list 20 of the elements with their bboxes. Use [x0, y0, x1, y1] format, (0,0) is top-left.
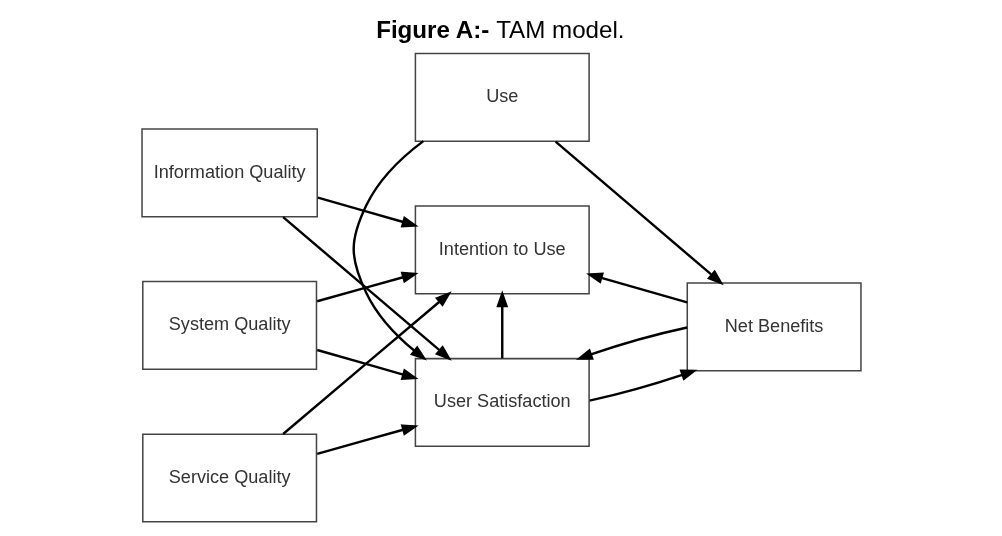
node-box: User Satisfaction — [414, 357, 590, 447]
arrow — [575, 326, 687, 360]
arrow — [281, 216, 452, 361]
arrow — [316, 348, 419, 380]
arrow — [585, 272, 687, 304]
diagram-title: Figure A:- TAM model. — [375, 16, 625, 44]
arrow — [554, 140, 724, 286]
node-box: System Quality — [141, 280, 317, 370]
arrow — [588, 369, 697, 402]
arrow — [495, 290, 508, 359]
node-box: Service Quality — [141, 433, 317, 523]
node-box: Intention to Use — [414, 205, 590, 295]
arrow — [317, 196, 419, 228]
arrow — [316, 424, 419, 455]
node-box: Use — [414, 52, 590, 142]
arrow — [281, 291, 452, 435]
node-box: Net Benefits — [686, 282, 862, 372]
arrow — [316, 271, 419, 303]
arrow — [352, 140, 427, 361]
node-box: Information Quality — [140, 128, 318, 218]
